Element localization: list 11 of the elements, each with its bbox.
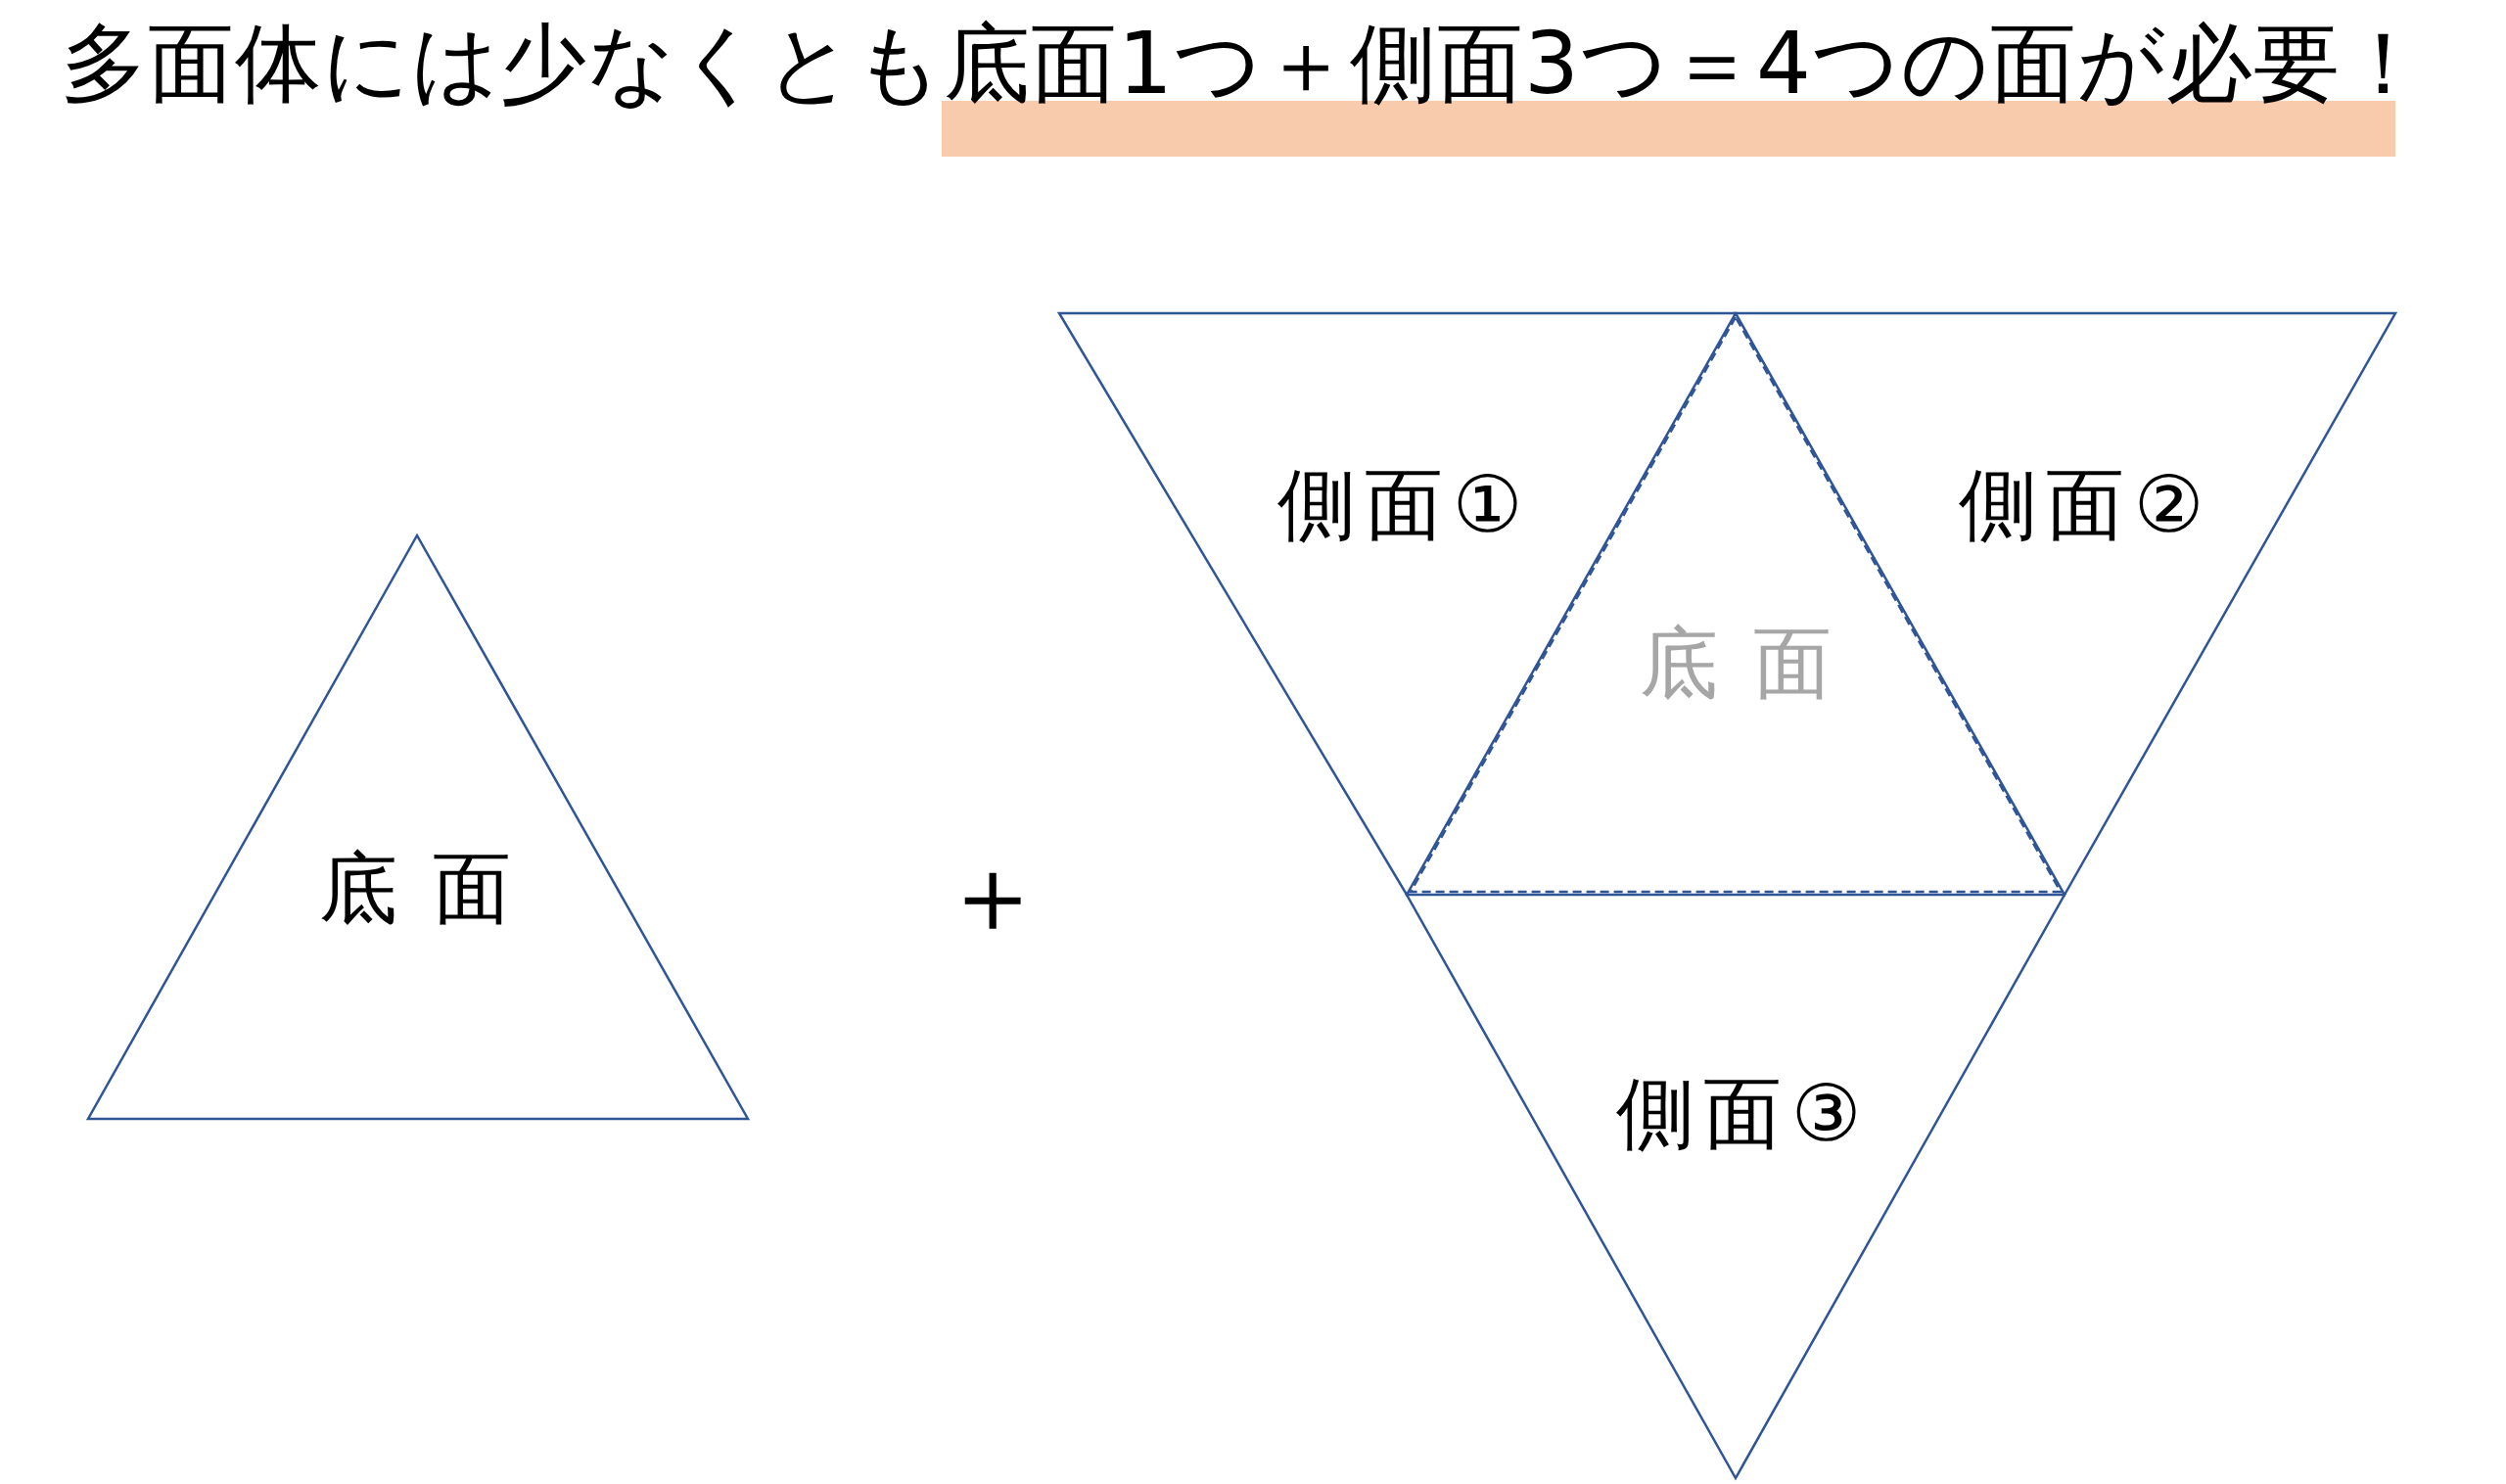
face-label: 底面 [1639,625,1867,703]
triangle-face [1407,895,2065,1478]
face-label: 側面② [1957,466,2214,544]
triangle-face [1059,313,1736,895]
triangle-face [1736,313,2395,895]
triangle-face [88,535,748,1119]
plus-sign: ＋ [939,841,1046,949]
face-label: 側面③ [1614,1075,1872,1153]
face-label: 側面① [1276,466,1533,544]
title: 多面体には少なくとも底面1つ＋側面3つ＝4つの面が必要！ [61,14,2428,114]
face-label: 底面 [318,850,546,928]
